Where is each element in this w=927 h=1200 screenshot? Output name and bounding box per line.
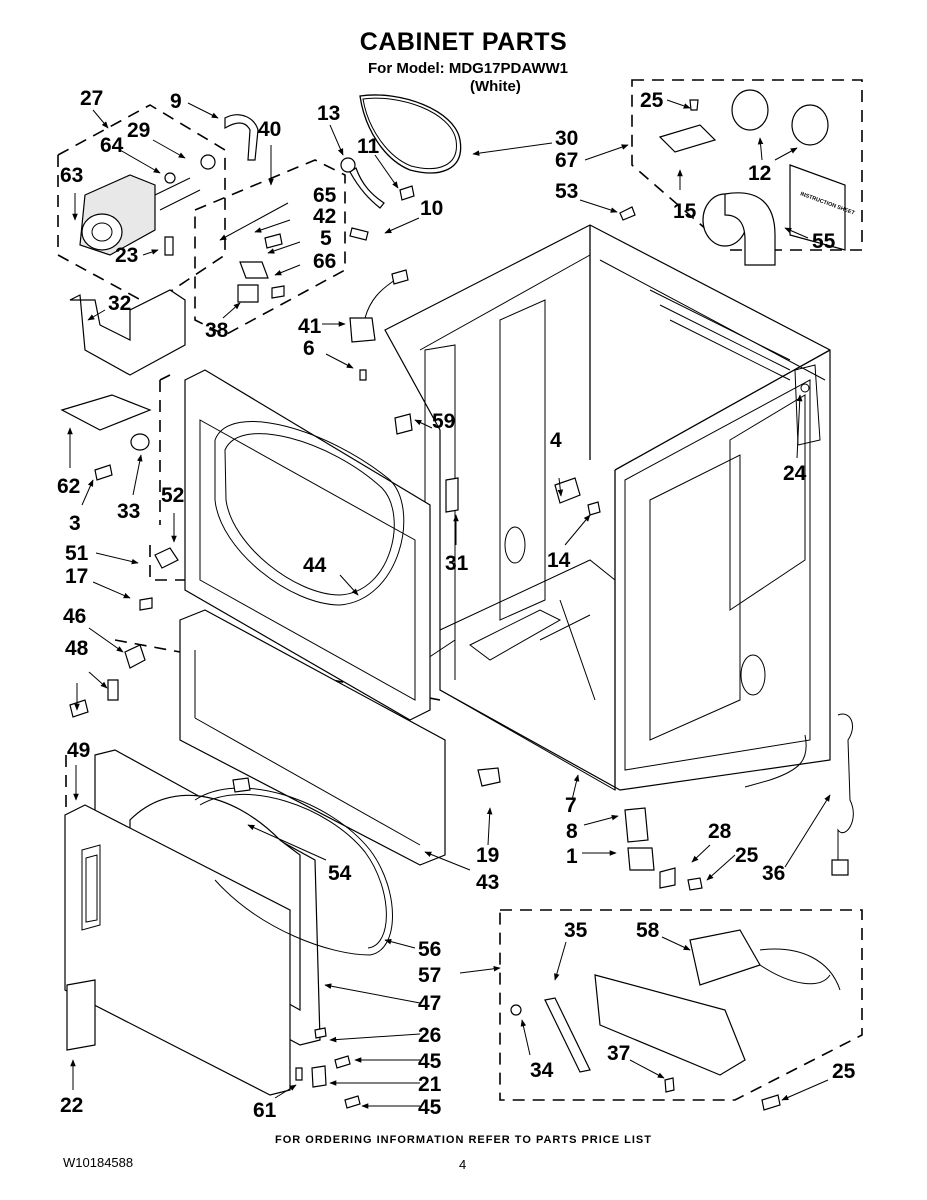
page-title: CABINET PARTS [359, 28, 568, 56]
callout-37: 37 [607, 1042, 630, 1065]
callout-1: 1 [566, 845, 578, 868]
callout-66: 66 [313, 250, 336, 273]
callout-19: 19 [476, 844, 499, 867]
callout-47: 47 [418, 992, 441, 1015]
callout-49: 49 [67, 739, 90, 762]
callout-28: 28 [708, 820, 732, 843]
callout-27: 27 [80, 87, 103, 110]
callout-25-foot: 25 [735, 844, 759, 867]
callout-31: 31 [445, 552, 469, 575]
small-hardware [60, 206, 703, 1109]
callout-48: 48 [65, 637, 89, 660]
callout-25-kit: 25 [640, 89, 664, 112]
callout-62: 62 [57, 475, 80, 498]
callout-15: 15 [673, 200, 697, 223]
gas-valve-assembly [510, 929, 841, 1111]
callout-64: 64 [100, 134, 124, 157]
callout-22: 22 [60, 1094, 83, 1117]
front-panel [184, 369, 431, 721]
callout-41: 41 [298, 315, 322, 338]
callout-65: 65 [313, 184, 337, 207]
callout-45-upper: 45 [418, 1050, 442, 1073]
page-number: 4 [459, 1157, 467, 1172]
callout-46: 46 [63, 605, 86, 628]
cabinet-body [384, 224, 831, 791]
door-switch-41 [349, 269, 409, 381]
callout-57: 57 [418, 964, 441, 987]
idler-pulley-arm [340, 157, 415, 241]
callout-13: 13 [317, 102, 340, 125]
callout-24: 24 [783, 462, 807, 485]
callout-34: 34 [530, 1059, 554, 1082]
drive-motor [79, 174, 201, 256]
callout-7: 7 [565, 794, 577, 817]
door-seal-ring [194, 787, 393, 956]
callout-61: 61 [253, 1099, 277, 1122]
color-label: (White) [470, 78, 521, 95]
motor-group-outline [57, 104, 226, 306]
callout-4: 4 [550, 429, 562, 452]
callout-17: 17 [65, 565, 88, 588]
callout-14: 14 [547, 549, 571, 572]
callout-58: 58 [636, 919, 660, 942]
callout-52: 52 [161, 484, 184, 507]
callout-59: 59 [432, 410, 455, 433]
callout-11: 11 [357, 135, 380, 158]
document-number: W10184588 [63, 1155, 134, 1170]
callout-56: 56 [418, 938, 441, 961]
callout-33: 33 [117, 500, 140, 523]
callout-23: 23 [115, 244, 138, 267]
callout-labels: 27 9 29 40 64 63 13 11 30 65 42 5 66 10 … [57, 87, 856, 1122]
callout-26: 26 [418, 1024, 441, 1047]
callout-67: 67 [555, 149, 578, 172]
callout-5: 5 [320, 227, 332, 250]
switch-group-outline [194, 159, 346, 336]
accessory-kit-outline [631, 79, 863, 251]
callout-36: 36 [762, 862, 785, 885]
gas-valve-group-outline [499, 909, 863, 1101]
callout-10: 10 [420, 197, 443, 220]
callout-30: 30 [555, 127, 578, 150]
leader-lines [67, 99, 831, 1109]
callout-53: 53 [555, 180, 578, 203]
power-cord [744, 713, 854, 876]
callout-45-lower: 45 [418, 1096, 442, 1119]
callout-21: 21 [418, 1073, 442, 1096]
callout-55: 55 [812, 230, 836, 253]
callout-25-valve: 25 [832, 1060, 856, 1083]
drum-belt [359, 94, 462, 174]
callout-29: 29 [127, 119, 150, 142]
callout-12: 12 [748, 162, 771, 185]
callout-40: 40 [258, 118, 281, 141]
callout-8: 8 [566, 820, 578, 843]
callout-6: 6 [303, 337, 315, 360]
callout-3: 3 [69, 512, 81, 535]
motor-mount-bracket [69, 289, 186, 376]
callout-54: 54 [328, 862, 352, 885]
accessory-kit-parts: INSTRUCTION SHEET [658, 89, 856, 266]
callout-32: 32 [108, 292, 131, 315]
door-switch-parts [237, 233, 285, 303]
callout-9: 9 [170, 90, 182, 113]
callout-44: 44 [303, 554, 327, 577]
callout-38: 38 [205, 319, 229, 342]
callout-51: 51 [65, 542, 89, 565]
toe-panel [179, 609, 446, 866]
callout-43: 43 [476, 871, 499, 894]
model-line: For Model: MDG17PDAWW1 [368, 60, 569, 77]
motor-small-parts [164, 114, 259, 184]
callout-63: 63 [60, 164, 83, 187]
callout-42: 42 [313, 205, 336, 228]
callout-35: 35 [564, 919, 588, 942]
ordering-note: FOR ORDERING INFORMATION REFER TO PARTS … [275, 1134, 652, 1146]
